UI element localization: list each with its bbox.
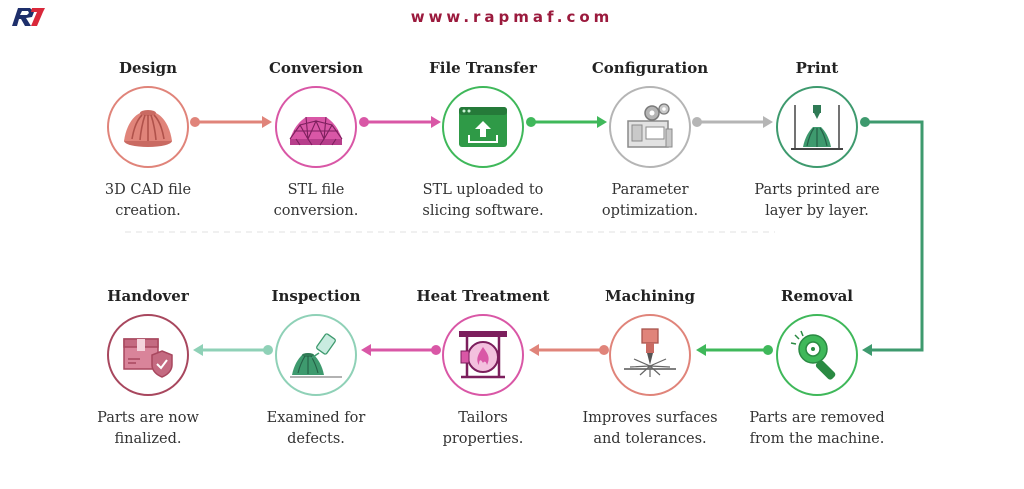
step-desc-line: optimization. bbox=[601, 203, 699, 219]
rapmaf-logo bbox=[12, 8, 45, 26]
stl-mesh-icon bbox=[275, 86, 357, 168]
step-title: Print bbox=[795, 59, 839, 77]
step-print: Print Parts printed are layer by layer. bbox=[747, 58, 887, 222]
step-desc-line: STL uploaded to bbox=[422, 182, 544, 198]
step-title: Configuration bbox=[591, 59, 709, 77]
step-title: Heat Treatment bbox=[416, 287, 550, 305]
step-desc-line: Parts are now bbox=[97, 410, 199, 426]
cutting-tool-icon bbox=[776, 314, 858, 396]
connector-removal-machining bbox=[696, 344, 773, 356]
connector-conversion-transfer bbox=[359, 116, 441, 128]
step-desc-line: properties. bbox=[442, 431, 524, 447]
step-desc-line: from the machine. bbox=[749, 431, 885, 447]
step-desc-line: and tolerances. bbox=[593, 431, 707, 447]
step-desc-line: 3D CAD file bbox=[104, 182, 192, 198]
printer-nozzle-icon bbox=[776, 86, 858, 168]
step-title: Conversion bbox=[268, 59, 364, 77]
step-handover: Handover Parts are now finalized. bbox=[78, 286, 218, 450]
drill-sparks-icon bbox=[609, 314, 691, 396]
step-desc-line: Parameter bbox=[611, 182, 689, 198]
step-title: Design bbox=[118, 59, 178, 77]
step-desc-line: Tailors bbox=[458, 410, 508, 426]
step-desc-line: Examined for bbox=[266, 410, 366, 426]
step-title: Handover bbox=[107, 287, 189, 305]
step-desc-line: defects. bbox=[287, 431, 345, 447]
step-desc-line: layer by layer. bbox=[765, 203, 869, 219]
step-removal: Removal Parts are removed from the machi… bbox=[747, 286, 887, 450]
connector-design-conversion bbox=[190, 116, 272, 128]
inspection-probe-icon bbox=[275, 314, 357, 396]
step-title: Machining bbox=[604, 287, 696, 305]
connector-transfer-configuration bbox=[526, 116, 607, 128]
site-url[interactable]: www.rapmaf.com bbox=[410, 8, 614, 26]
step-desc-line: creation. bbox=[115, 203, 181, 219]
step-desc-line: Improves surfaces bbox=[582, 410, 718, 426]
step-design: Design 3D CAD file creation. bbox=[78, 58, 218, 222]
connector-inspection-handover bbox=[193, 344, 273, 356]
gears-machine-icon bbox=[609, 86, 691, 168]
step-inspection: Inspection Examined for defects. bbox=[246, 286, 386, 450]
connector-configuration-print bbox=[692, 116, 773, 128]
cad-part-icon bbox=[107, 86, 189, 168]
step-machining: Machining Improves surfaces and toleranc… bbox=[580, 286, 720, 450]
step-title: Inspection bbox=[271, 287, 361, 305]
upload-window-icon bbox=[442, 86, 524, 168]
connector-print-removal bbox=[860, 117, 924, 356]
step-conversion: Conversion STL file conversion. bbox=[246, 58, 386, 222]
step-desc-line: Parts printed are bbox=[754, 182, 880, 198]
step-desc-line: slicing software. bbox=[422, 203, 544, 219]
step-file-transfer: File Transfer STL uploaded to slicing so… bbox=[413, 58, 553, 222]
connector-machining-heat bbox=[529, 344, 609, 356]
step-title: Removal bbox=[780, 287, 854, 305]
step-desc-line: STL file bbox=[287, 182, 345, 198]
step-heat-treatment: Heat Treatment Tailors properties. bbox=[413, 286, 553, 450]
package-check-icon bbox=[107, 314, 189, 396]
step-desc-line: finalized. bbox=[114, 431, 182, 447]
connector-heat-inspection bbox=[361, 344, 441, 356]
step-desc-line: conversion. bbox=[273, 203, 359, 219]
step-desc-line: Parts are removed bbox=[749, 410, 885, 426]
step-title: File Transfer bbox=[429, 59, 537, 77]
step-configuration: Configuration Parameter optimization. bbox=[580, 58, 720, 222]
furnace-icon bbox=[442, 314, 524, 396]
